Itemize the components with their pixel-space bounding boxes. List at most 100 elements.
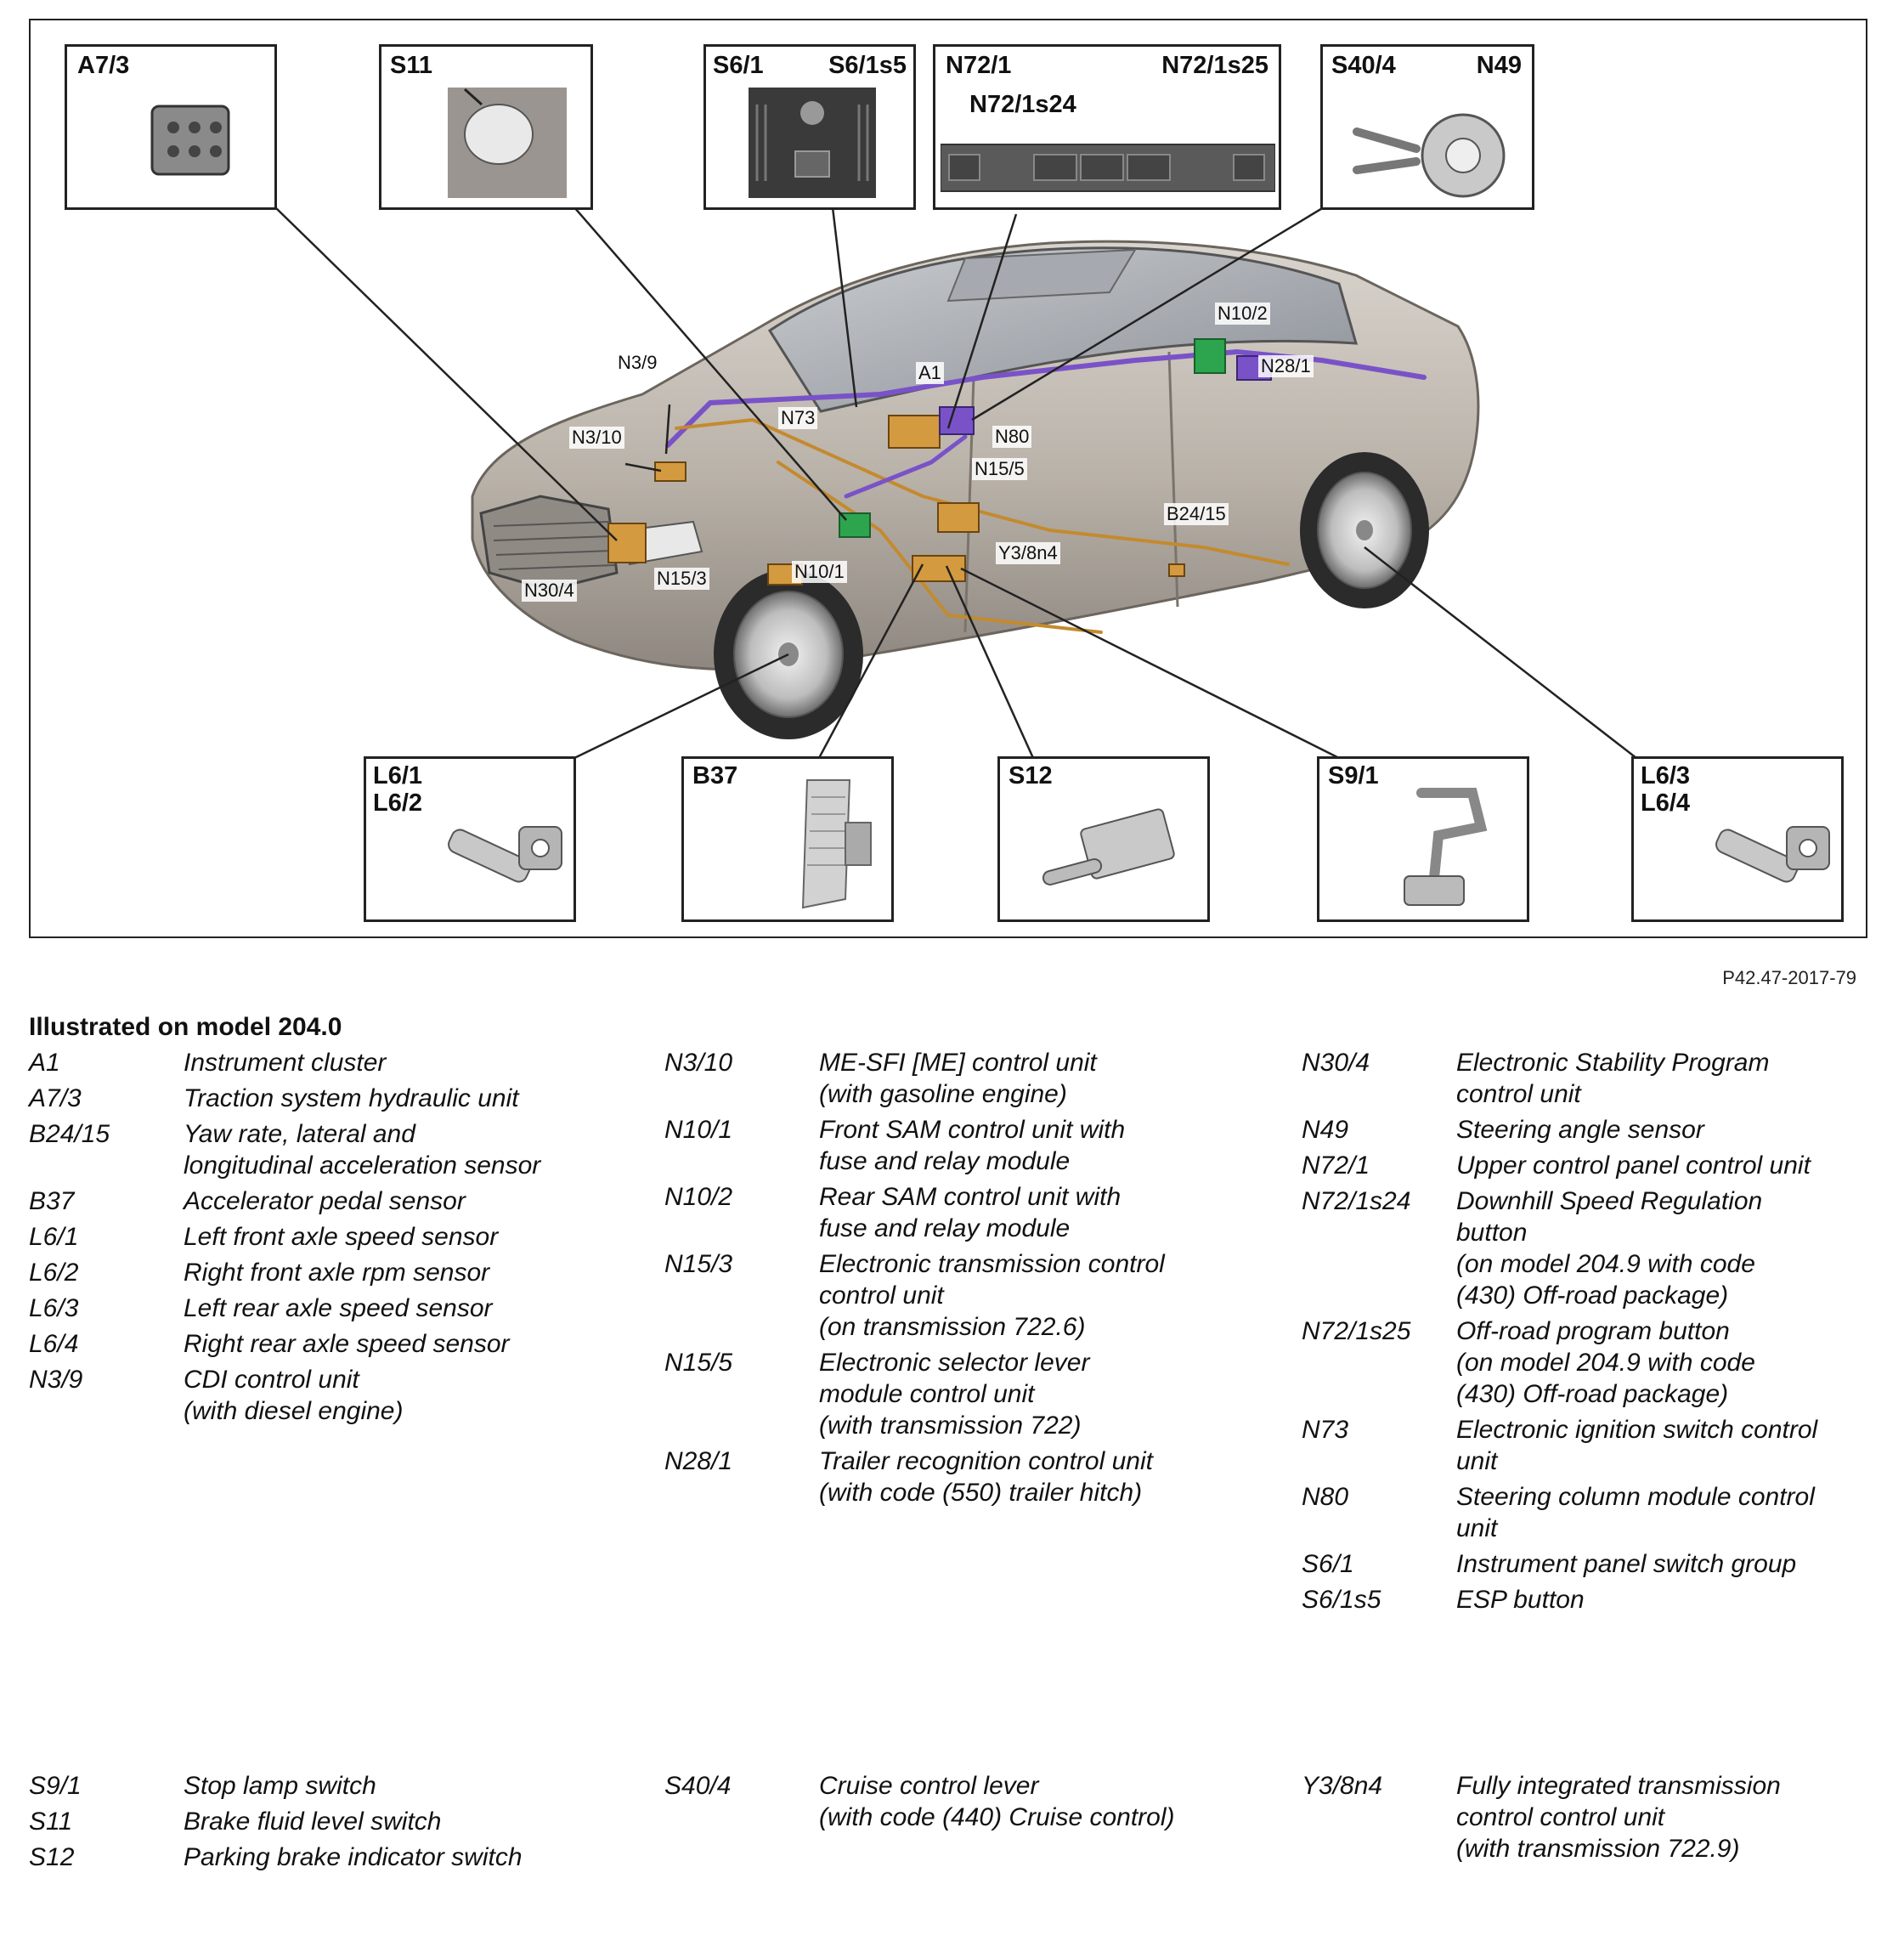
callout-b37: B37 xyxy=(681,756,894,922)
legend-description: Steering angle sensor xyxy=(1456,1114,1881,1146)
legend-description-line: (on model 204.9 with code xyxy=(1456,1347,1881,1378)
legend-description-line: Instrument panel switch group xyxy=(1456,1548,1881,1580)
car-label-n80: N80 xyxy=(992,426,1031,448)
legend-code: S40/4 xyxy=(664,1770,819,1833)
legend-description: Trailer recognition control unit(with co… xyxy=(819,1446,1244,1508)
switch-group-icon xyxy=(749,88,876,198)
car-label-n15-3: N15/3 xyxy=(654,568,709,590)
callout-label: L6/4 xyxy=(1641,789,1690,817)
callout-label: L6/2 xyxy=(373,789,422,817)
car-label-n15-5: N15/5 xyxy=(972,458,1027,480)
legend-description-line: (with transmission 722) xyxy=(819,1410,1244,1441)
legend-code: N10/2 xyxy=(664,1181,819,1244)
legend-description-line: Right rear axle speed sensor xyxy=(184,1328,608,1360)
legend-description-line: Accelerator pedal sensor xyxy=(184,1185,608,1217)
car-label-n3-10: N3/10 xyxy=(569,427,624,449)
legend-description: Instrument panel switch group xyxy=(1456,1548,1881,1580)
legend-code: L6/2 xyxy=(29,1257,184,1288)
legend-entry: B24/15Yaw rate, lateral andlongitudinal … xyxy=(29,1118,608,1181)
legend-description: Upper control panel control unit xyxy=(1456,1150,1881,1181)
parking-brake-switch-icon xyxy=(1034,801,1187,912)
legend-column-1: A1Instrument clusterA7/3Traction system … xyxy=(29,1047,608,1431)
steering-column-switch-icon xyxy=(1340,98,1527,200)
legend-description: Brake fluid level switch xyxy=(184,1806,608,1837)
car-label-n10-2: N10/2 xyxy=(1215,303,1270,325)
legend-description-line: module control unit xyxy=(819,1378,1244,1410)
legend-description: Right front axle rpm sensor xyxy=(184,1257,608,1288)
legend-description: Fully integrated transmissioncontrol con… xyxy=(1456,1770,1881,1864)
legend-description: Right rear axle speed sensor xyxy=(184,1328,608,1360)
callout-n72: N72/1 N72/1s25 N72/1s24 xyxy=(933,44,1281,210)
legend-code: L6/1 xyxy=(29,1221,184,1253)
legend-description-line: unit xyxy=(1456,1446,1881,1477)
legend-entry: N28/1Trailer recognition control unit(wi… xyxy=(664,1446,1244,1508)
legend-description-line: Brake fluid level switch xyxy=(184,1806,608,1837)
legend-code: S6/1s5 xyxy=(1302,1584,1456,1615)
legend-code: N15/5 xyxy=(664,1347,819,1441)
legend-description-line: ME-SFI [ME] control unit xyxy=(819,1047,1244,1078)
legend-column-2-continued: S40/4Cruise control lever(with code (440… xyxy=(664,1770,1244,1837)
legend-description-line: Off-road program button xyxy=(1456,1315,1881,1347)
legend-entry: N80Steering column module controlunit xyxy=(1302,1481,1881,1544)
legend-description-line: button xyxy=(1456,1217,1881,1248)
legend-description-line: (430) Off-road package) xyxy=(1456,1378,1881,1410)
accelerator-pedal-icon xyxy=(769,772,888,916)
brake-fluid-reservoir-icon xyxy=(448,88,567,198)
legend-description-line: (430) Off-road package) xyxy=(1456,1280,1881,1311)
legend-description-line: Steering angle sensor xyxy=(1456,1114,1881,1146)
callout-label: S6/1 xyxy=(713,52,764,79)
car-label-b24-15: B24/15 xyxy=(1164,503,1229,525)
car-body xyxy=(472,241,1478,670)
legend-entry: N3/10ME-SFI [ME] control unit(with gasol… xyxy=(664,1047,1244,1110)
legend-description-line: (with transmission 722.9) xyxy=(1456,1833,1881,1864)
legend-description-line: Yaw rate, lateral and xyxy=(184,1118,608,1150)
legend-entry: S6/1Instrument panel switch group xyxy=(1302,1548,1881,1580)
rear-wheel xyxy=(1300,452,1429,608)
legend-description: Left front axle speed sensor xyxy=(184,1221,608,1253)
legend-code: A7/3 xyxy=(29,1083,184,1114)
callout-label: S9/1 xyxy=(1328,762,1379,789)
legend-code: N15/3 xyxy=(664,1248,819,1343)
callout-s9: S9/1 xyxy=(1317,756,1529,922)
legend-code: B24/15 xyxy=(29,1118,184,1181)
legend-entry: S9/1Stop lamp switch xyxy=(29,1770,608,1802)
callout-label: A7/3 xyxy=(77,52,129,79)
legend-description-line: Rear SAM control unit with xyxy=(819,1181,1244,1213)
legend-description-line: Electronic transmission control xyxy=(819,1248,1244,1280)
legend-code: N73 xyxy=(1302,1414,1456,1477)
callout-label: S11 xyxy=(390,52,432,79)
legend-code: Y3/8n4 xyxy=(1302,1770,1456,1864)
callout-s12: S12 xyxy=(997,756,1210,922)
legend-entry: N73Electronic ignition switch controluni… xyxy=(1302,1414,1881,1477)
legend-code: N49 xyxy=(1302,1114,1456,1146)
legend-entry: N3/9CDI control unit(with diesel engine) xyxy=(29,1364,608,1427)
legend-description-line: Right front axle rpm sensor xyxy=(184,1257,608,1288)
component-location-figure: N3/9 N3/10 N73 A1 N80 N15/5 N10/2 N28/1 … xyxy=(29,19,1867,938)
callout-l6-rear: L6/3 L6/4 xyxy=(1631,756,1844,922)
callout-label: L6/1 xyxy=(373,762,422,789)
legend-description-line: Electronic Stability Program xyxy=(1456,1047,1881,1078)
callout-s6: S6/1 S6/1s5 xyxy=(703,44,916,210)
legend-description: Yaw rate, lateral andlongitudinal accele… xyxy=(184,1118,608,1181)
legend-description-line: control control unit xyxy=(1456,1802,1881,1833)
legend-description-line: control unit xyxy=(1456,1078,1881,1110)
legend-description: Traction system hydraulic unit xyxy=(184,1083,608,1114)
figure-reference-number: P42.47-2017-79 xyxy=(1722,967,1856,989)
legend-description-line: Traction system hydraulic unit xyxy=(184,1083,608,1114)
legend-entry: N15/3Electronic transmission controlcont… xyxy=(664,1248,1244,1343)
legend-entry: L6/2Right front axle rpm sensor xyxy=(29,1257,608,1288)
legend-code: N80 xyxy=(1302,1481,1456,1544)
legend-description: Instrument cluster xyxy=(184,1047,608,1078)
legend-code: S12 xyxy=(29,1842,184,1873)
callout-label: S12 xyxy=(1008,762,1053,789)
